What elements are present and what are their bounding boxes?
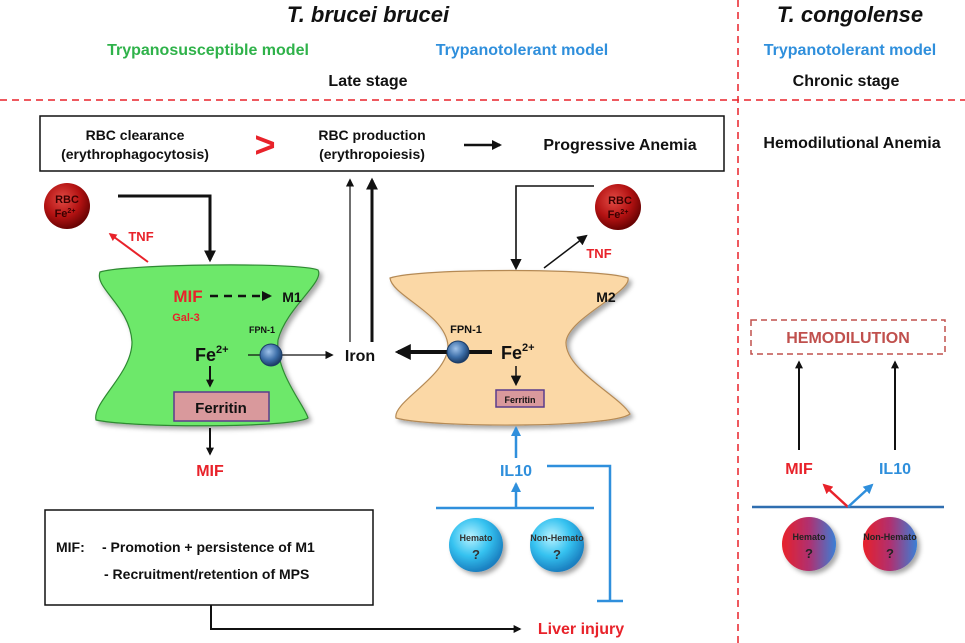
svg-text:Hemato: Hemato [459, 533, 493, 543]
gal3-label: Gal-3 [172, 312, 200, 324]
m1-macrophage [95, 264, 320, 427]
il10-inhibition-line [547, 464, 612, 601]
rbc-clearance-label: RBC clearance [86, 127, 185, 143]
svg-text:RBC: RBC [608, 195, 632, 207]
svg-text:?: ? [886, 546, 894, 561]
m2-label: M2 [596, 289, 616, 305]
m2-ferroportin [446, 340, 470, 364]
chronic-stage-label: Chronic stage [793, 73, 900, 90]
left-panel-title: T. brucei brucei [287, 2, 450, 27]
m2-iron-label: Fe2+ [501, 342, 535, 363]
svg-text:?: ? [472, 547, 480, 562]
m2-ferritin-label: Ferritin [504, 395, 535, 405]
right-mif-branch-arrow [822, 483, 849, 508]
tolerant-model-label-left: Trypanotolerant model [436, 42, 608, 59]
rbc-production-label: RBC production [318, 127, 425, 143]
rbc-right: RBC Fe2+ [595, 184, 641, 230]
svg-text:?: ? [553, 547, 561, 562]
m1-ferritin-box [173, 391, 270, 422]
svg-text:Non-Hemato: Non-Hemato [863, 532, 917, 542]
rbc-production-sublabel: (erythropoiesis) [319, 146, 425, 162]
m1-iron-label: Fe2+ [195, 344, 229, 365]
svg-text:Hemato: Hemato [792, 532, 826, 542]
mif-to-liver-arrow [210, 605, 522, 633]
hemodilutional-anemia-label: Hemodilutional Anemia [763, 135, 940, 152]
svg-text:Non-Hemato: Non-Hemato [530, 533, 584, 543]
progressive-anemia-label: Progressive Anemia [543, 137, 696, 154]
right-il10-branch-arrow [847, 483, 874, 508]
liver-injury-label: Liver injury [538, 621, 624, 638]
right-panel-title: T. congolense [777, 2, 923, 27]
m1-mif-output-label: MIF [196, 463, 224, 480]
svg-text:?: ? [805, 546, 813, 561]
m1-fpn-label: FPN-1 [249, 325, 275, 335]
anemia-summary-box: RBC clearance (erythrophagocytosis) > RB… [39, 115, 725, 172]
svg-text:Fe2+: Fe2+ [608, 209, 629, 221]
hemato-source-left: Hemato ? [449, 518, 503, 572]
right-mif-label: MIF [785, 461, 813, 478]
rbc-uptake-arrow-m2 [510, 185, 594, 271]
il10-label-left: IL10 [500, 463, 532, 480]
rbc-left: RBC Fe2+ [44, 183, 90, 229]
m1-mif-label: MIF [173, 287, 202, 306]
right-il10-label: IL10 [879, 461, 911, 478]
hemato-source-right: Hemato ? [782, 517, 836, 571]
m1-label: M1 [282, 289, 302, 305]
non-hemato-source-right: Non-Hemato ? [863, 517, 917, 571]
m2-ferritin-box [495, 389, 545, 408]
iron-label: Iron [345, 348, 375, 365]
svg-text:RBC: RBC [55, 194, 79, 206]
tnf-label-left: TNF [128, 229, 153, 244]
mif-box-point2: - Recruitment/retention of MPS [104, 566, 309, 582]
greater-than-symbol: > [254, 124, 275, 165]
hemodilution-box [750, 319, 946, 355]
non-hemato-source-left: Non-Hemato ? [530, 518, 584, 572]
tnf-arrow-right [543, 234, 588, 269]
svg-text:Fe2+: Fe2+ [55, 208, 76, 220]
m1-ferroportin [259, 343, 283, 367]
hemodilution-label: HEMODILUTION [786, 330, 910, 347]
tolerant-model-label-right: Trypanotolerant model [764, 42, 936, 59]
header: T. brucei brucei T. congolense Trypanosu… [107, 2, 936, 90]
late-stage-label: Late stage [328, 73, 407, 90]
tnf-arrow-left [108, 233, 149, 263]
susceptible-model-label: Trypanosusceptible model [107, 42, 309, 59]
rbc-clearance-sublabel: (erythrophagocytosis) [61, 146, 209, 162]
mif-box-point1: - Promotion + persistence of M1 [102, 539, 315, 555]
tnf-label-right: TNF [586, 246, 611, 261]
m2-fpn-label: FPN-1 [450, 324, 482, 336]
mif-effects-box [44, 509, 374, 606]
m1-ferritin-label: Ferritin [195, 400, 247, 417]
rbc-uptake-arrow-m1 [118, 194, 216, 263]
mif-box-label: MIF: [56, 539, 85, 555]
